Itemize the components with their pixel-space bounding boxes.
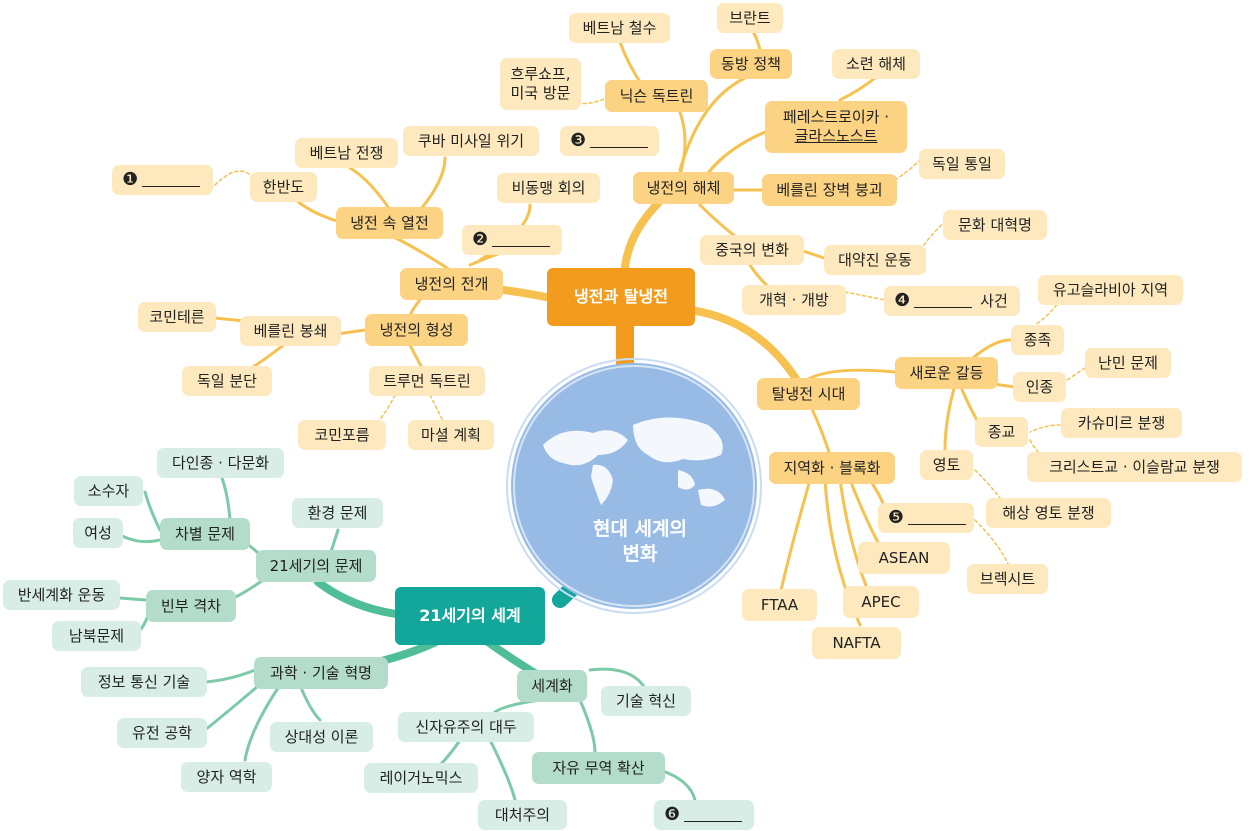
node-post-cold-war: 탈냉전 시대 <box>757 378 860 410</box>
node-cultural-revolution: 문화 대혁명 <box>943 210 1047 240</box>
node-refugees: 난민 문제 <box>1085 348 1171 378</box>
node-genetics: 유전 공학 <box>117 718 207 748</box>
node-multicultural: 다인종 · 다문화 <box>157 448 284 478</box>
node-dissolution: 냉전의 해체 <box>633 172 734 204</box>
blank-6: ❻ <box>654 800 754 830</box>
blank-5: ❺ <box>878 503 974 533</box>
blank-2: ❷ <box>462 225 562 255</box>
node-cominform: 코민포름 <box>298 420 386 450</box>
node-reaganomics: 레이거노믹스 <box>364 763 478 793</box>
node-maritime-dispute: 해상 영토 분쟁 <box>986 498 1111 528</box>
node-german-division: 독일 분단 <box>182 366 272 396</box>
node-hot-war: 냉전 속 열전 <box>336 207 443 239</box>
center-title: 현대 세계의 변화 <box>560 517 720 566</box>
center-title-line2: 변화 <box>622 542 658 565</box>
node-reform-opening: 개혁 · 개방 <box>742 285 846 315</box>
node-truman-doctrine: 트루먼 독트린 <box>369 366 485 396</box>
blank-4-number: ❹ <box>894 289 911 311</box>
node-women: 여성 <box>73 518 123 548</box>
node-territory: 영토 <box>920 450 973 480</box>
node-korea: 한반도 <box>250 172 317 202</box>
node-incident-label: 사건 <box>980 291 1008 310</box>
center-title-line1: 현대 세계의 <box>592 518 687 540</box>
node-comintern: 코민테른 <box>138 302 216 332</box>
node-formation: 냉전의 형성 <box>365 314 468 346</box>
globe-icon <box>506 358 762 614</box>
blank-3: ❸ <box>560 126 659 156</box>
node-khrushchev-line1: 흐루쇼프, <box>510 64 571 83</box>
blank-1-number: ❶ <box>122 168 139 190</box>
blank-4: ❹ 사건 <box>884 286 1020 316</box>
node-globalization: 세계화 <box>517 670 587 702</box>
node-vietnam-withdrawal: 베트남 철수 <box>569 13 670 43</box>
node-quantum: 양자 역학 <box>181 762 272 792</box>
node-race: 인종 <box>1013 372 1066 402</box>
node-environment: 환경 문제 <box>292 498 383 528</box>
node-kashmir: 카슈미르 분쟁 <box>1061 408 1182 438</box>
node-ftaa: FTAA <box>742 589 817 621</box>
node-anti-globalization: 반세계화 운동 <box>3 580 120 610</box>
node-discrimination: 차별 문제 <box>160 518 250 550</box>
node-berlin-blockade: 베를린 봉쇄 <box>240 316 341 346</box>
node-poverty: 빈부 격차 <box>146 590 236 622</box>
node-nixon-doctrine: 닉슨 독트린 <box>605 80 708 112</box>
node-berlin-wall-fall: 베를린 장벽 붕괴 <box>762 174 897 206</box>
blank-3-number: ❸ <box>570 129 587 151</box>
node-asean: ASEAN <box>858 542 950 574</box>
node-brexit: 브렉시트 <box>967 564 1048 594</box>
branch-cold-war: 냉전과 탈냉전 <box>547 268 695 326</box>
node-great-leap: 대약진 운동 <box>824 245 926 275</box>
node-north-south: 남북문제 <box>52 621 141 651</box>
node-science-revolution: 과학 · 기술 혁명 <box>254 657 388 689</box>
node-marshall-plan: 마셜 계획 <box>408 420 494 450</box>
blank-5-number: ❺ <box>888 506 905 528</box>
link-post-cold-war <box>686 306 804 389</box>
node-apec: APEC <box>843 586 919 618</box>
node-relativity: 상대성 이론 <box>270 722 373 752</box>
node-china-change: 중국의 변화 <box>700 235 804 265</box>
branch-world21: 21세기의 세계 <box>395 587 545 645</box>
node-minorities: 소수자 <box>74 476 143 506</box>
node-nonaligned: 비동맹 회의 <box>497 173 600 203</box>
node-religion: 종교 <box>975 417 1028 447</box>
node-yugoslavia: 유고슬라비아 지역 <box>1038 275 1183 305</box>
node-ussr-dissolution: 소련 해체 <box>832 49 920 79</box>
node-khrushchev-line2: 미국 방문 <box>510 84 571 102</box>
node-development: 냉전의 전개 <box>400 268 503 300</box>
node-vietnam-war: 베트남 전쟁 <box>295 138 398 168</box>
node-ostpolitik: 동방 정책 <box>710 49 792 79</box>
node-nafta: NAFTA <box>812 627 901 659</box>
node-ethnicity: 종족 <box>1011 325 1064 355</box>
node-christian-islam: 크리스트교 · 이슬람교 분쟁 <box>1027 452 1242 482</box>
node-german-unification: 독일 통일 <box>919 149 1005 179</box>
node-neoliberalism: 신자유주의 대두 <box>398 712 534 742</box>
node-khrushchev: 흐루쇼프, 미국 방문 <box>500 58 581 110</box>
node-new-conflicts: 새로운 갈등 <box>895 357 998 389</box>
node-free-trade: 자유 무역 확산 <box>532 752 665 784</box>
node-cuban-crisis: 쿠바 미사일 위기 <box>403 126 539 156</box>
node-regionalism: 지역화 · 블록화 <box>769 452 895 484</box>
node-ict: 정보 통신 기술 <box>81 667 207 697</box>
node-perestroika-line1: 페레스트로이카 · <box>782 107 890 126</box>
node-brandt: 브란트 <box>717 3 783 33</box>
blank-2-number: ❷ <box>472 228 489 250</box>
blank-6-number: ❻ <box>664 803 681 825</box>
node-perestroika: 페레스트로이카 · 글라스노스트 <box>765 101 907 153</box>
node-problems: 21세기의 문제 <box>256 550 376 582</box>
node-thatcherism: 대처주의 <box>478 800 567 830</box>
link-problems <box>314 578 409 619</box>
node-tech-innovation: 기술 혁신 <box>601 686 691 716</box>
blank-1: ❶ <box>112 165 213 195</box>
node-perestroika-line2: 글라스노스트 <box>794 127 878 145</box>
